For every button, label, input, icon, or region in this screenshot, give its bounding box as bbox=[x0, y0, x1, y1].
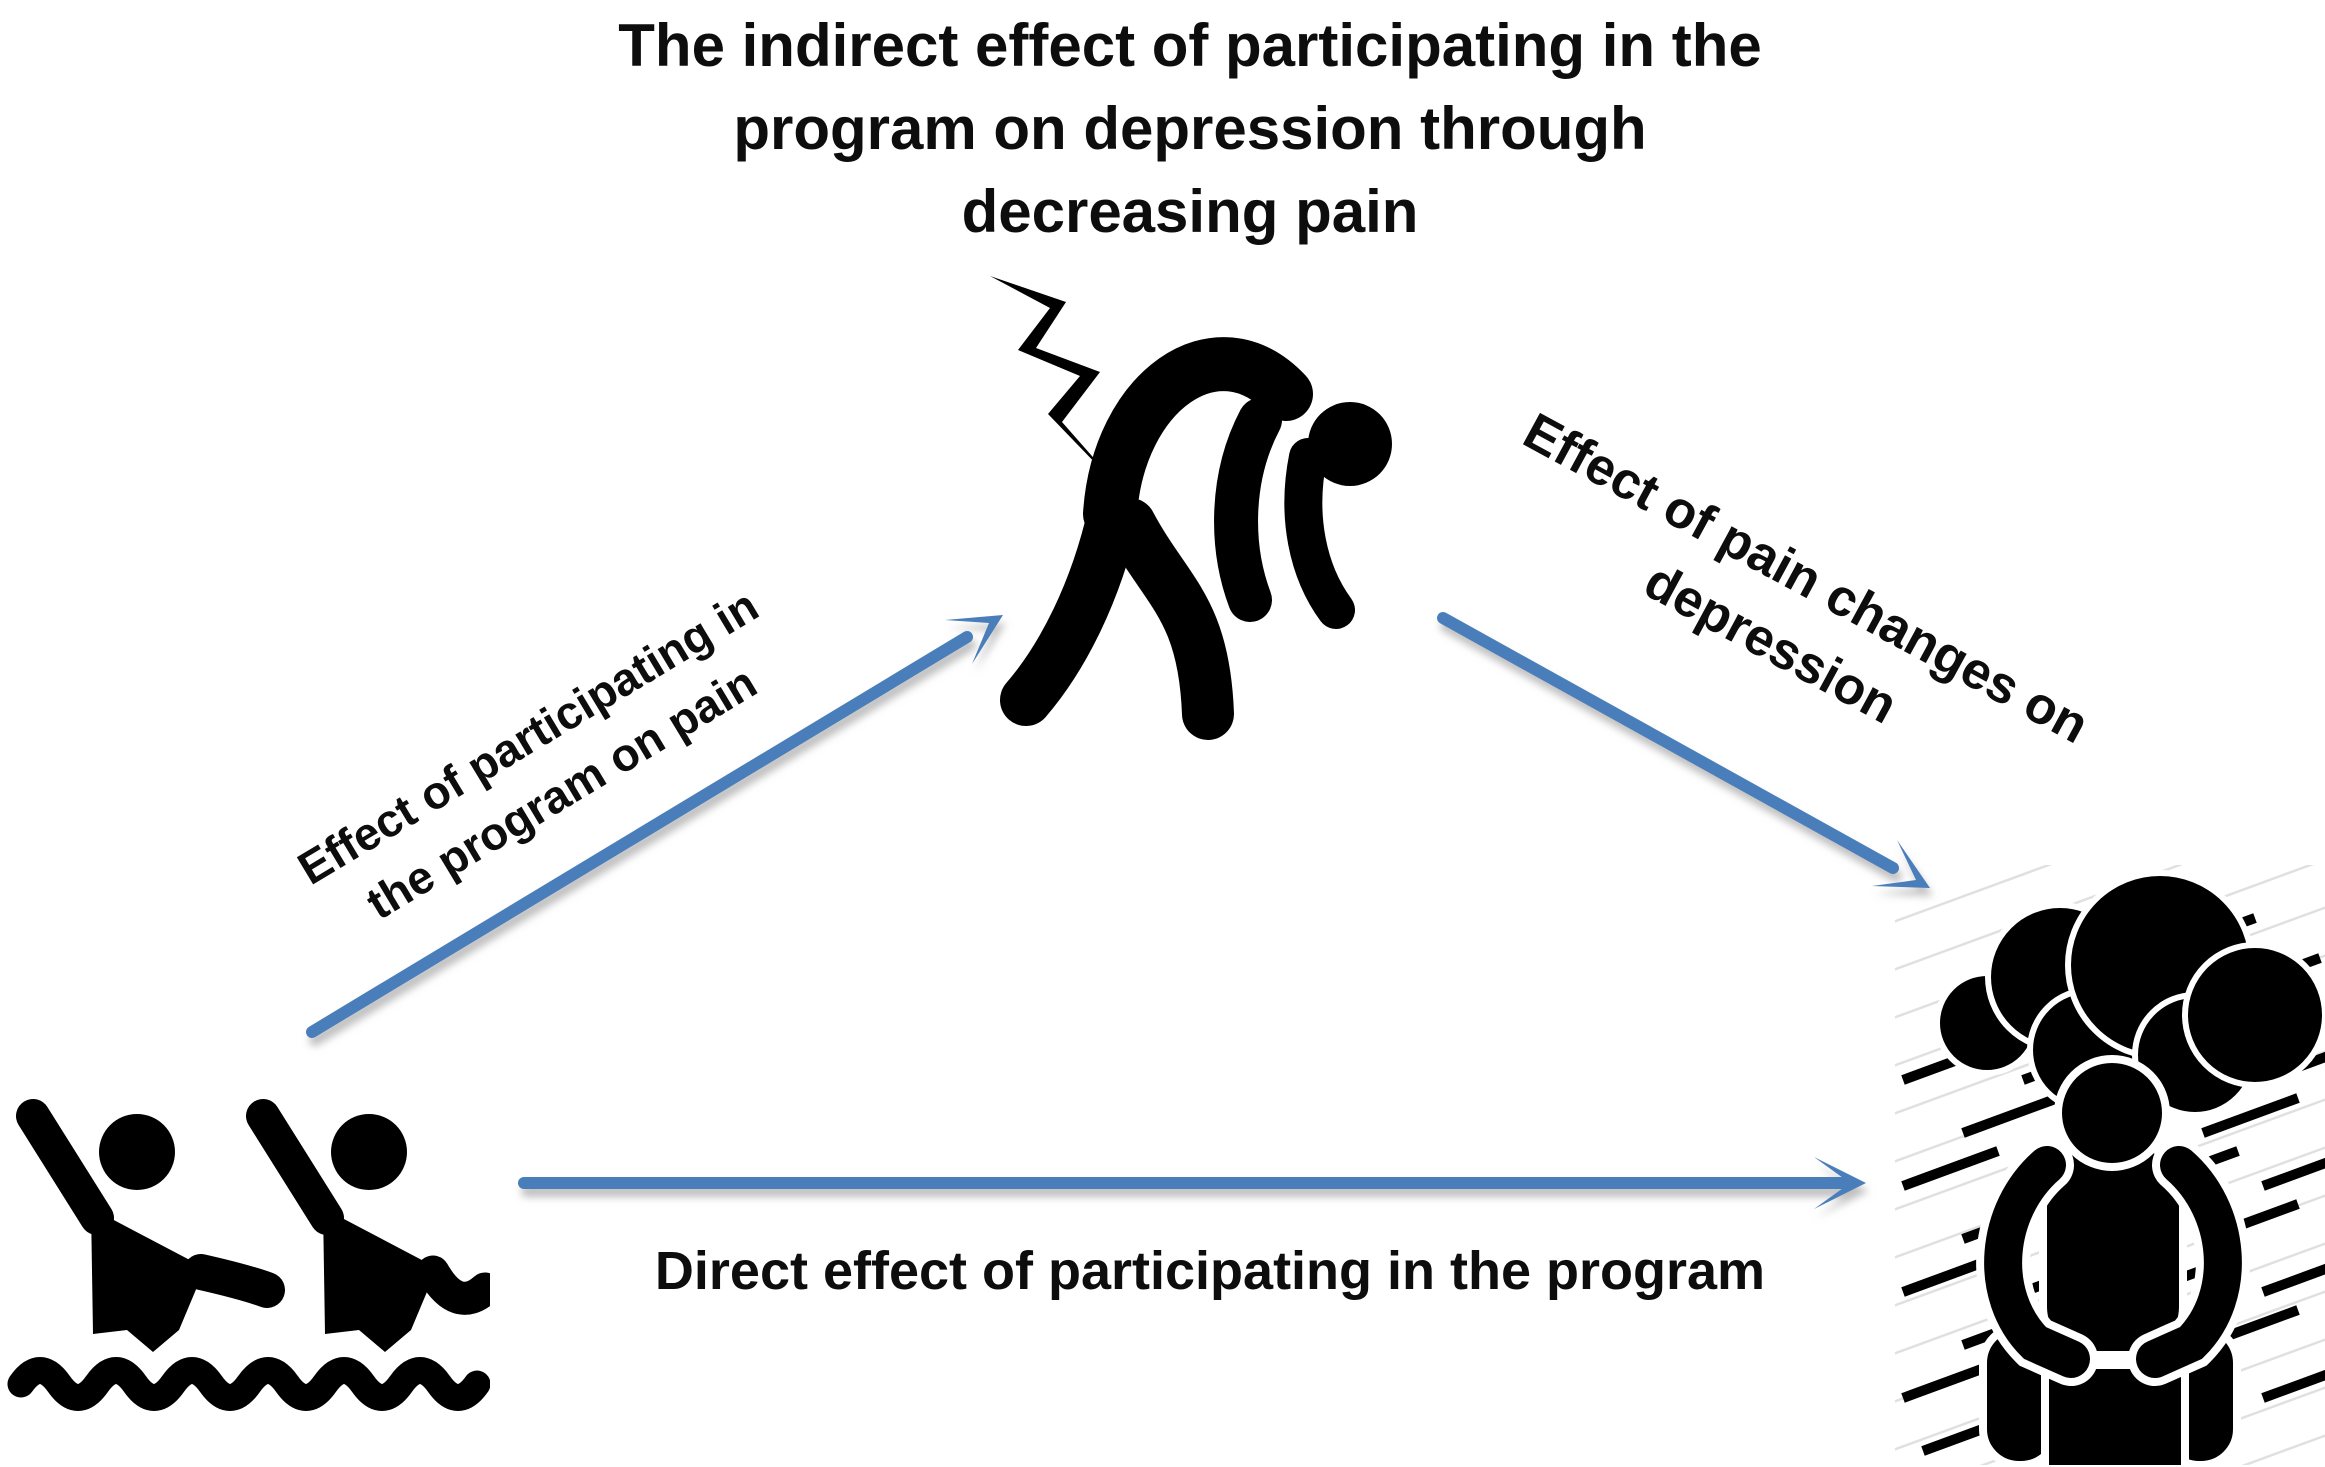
figure-title: The indirect effect of participating in … bbox=[530, 4, 1850, 253]
pain-person-arm-front bbox=[1214, 398, 1282, 622]
swimmer2-forward-arm bbox=[416, 1255, 490, 1315]
storm-cloud bbox=[1934, 870, 2325, 1118]
swimmer1-forward-arm bbox=[183, 1254, 285, 1308]
swimmers-icon bbox=[7, 1099, 490, 1411]
swimmer1-raised-arm bbox=[16, 1099, 114, 1235]
swimmer1-torso bbox=[91, 1208, 205, 1352]
swimmer2-head bbox=[331, 1114, 407, 1190]
swimmer2-torso bbox=[323, 1208, 437, 1352]
depressed-person-left-arm bbox=[1984, 1146, 2090, 1378]
label-direct-effect: Direct effect of participating in the pr… bbox=[654, 1241, 1766, 1301]
arrow-pain-to-depression bbox=[1437, 612, 1930, 888]
swimmer1-head bbox=[99, 1114, 175, 1190]
back-pain-icon bbox=[990, 276, 1392, 740]
swimmer2-raised-arm bbox=[246, 1099, 344, 1235]
title-line-1: The indirect effect of participating in … bbox=[618, 12, 1762, 79]
title-line-2: program on depression through bbox=[733, 95, 1647, 162]
depression-icon bbox=[1895, 865, 2325, 1465]
water-wave bbox=[7, 1357, 490, 1411]
depressed-person bbox=[1976, 1055, 2250, 1465]
depressed-person-head bbox=[2054, 1055, 2170, 1171]
arrow-program-to-pain bbox=[306, 615, 1003, 1038]
pain-person-arm-back bbox=[1284, 438, 1355, 629]
pain-person-leg-front bbox=[1000, 486, 1140, 726]
pain-person-head bbox=[1308, 402, 1392, 486]
pain-person-back bbox=[1083, 337, 1313, 541]
depressed-person-right-arm bbox=[2136, 1146, 2242, 1378]
title-line-3: decreasing pain bbox=[961, 178, 1419, 245]
pain-person-leg-back bbox=[1104, 498, 1234, 740]
arrow-direct-effect bbox=[518, 1157, 1866, 1209]
